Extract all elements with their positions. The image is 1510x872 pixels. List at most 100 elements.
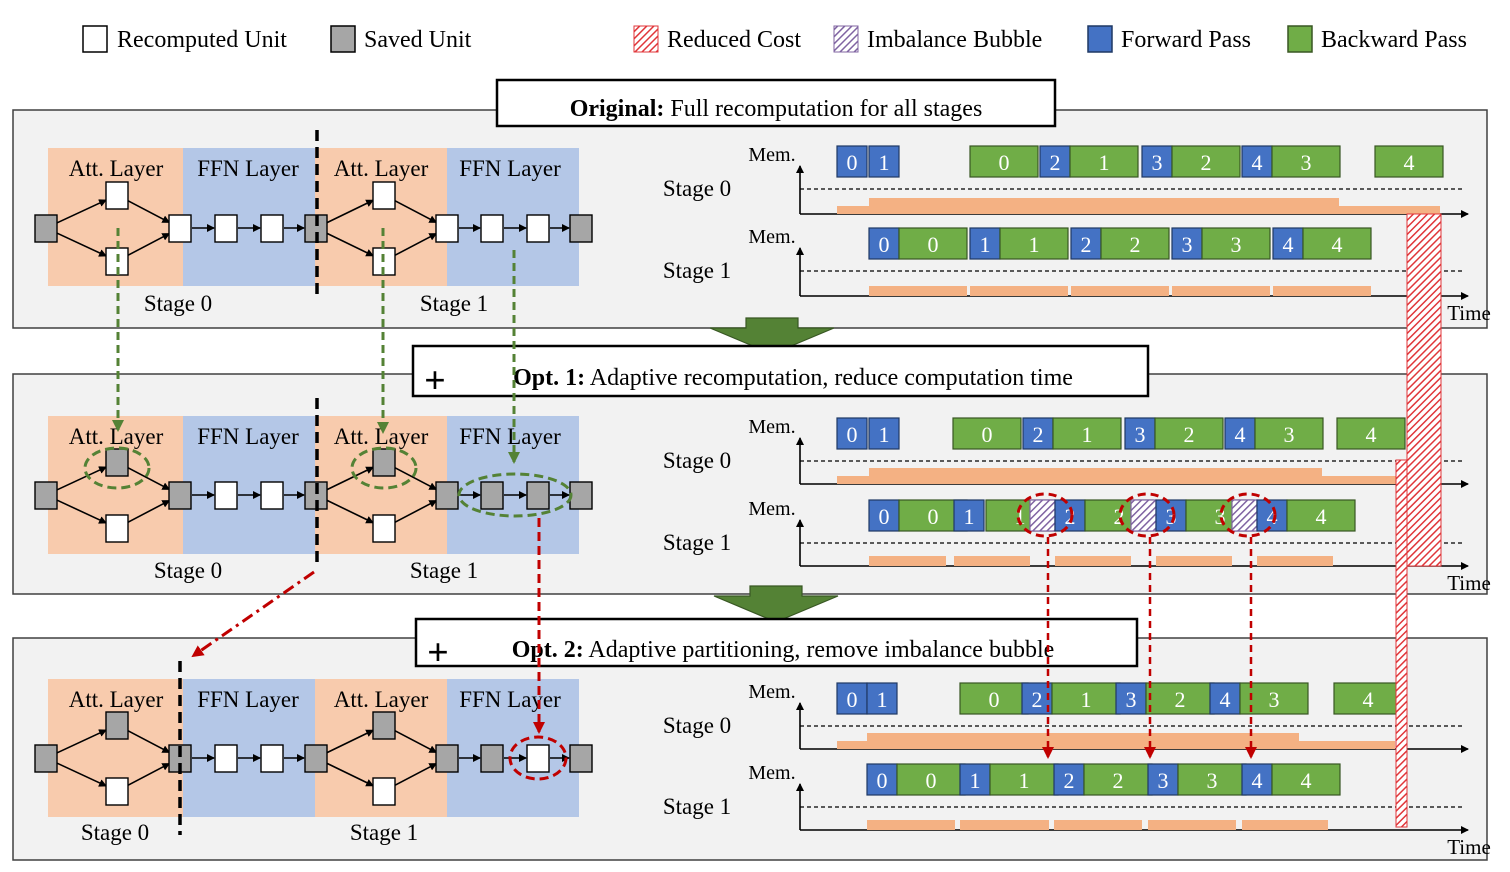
block-label: 2	[1201, 150, 1212, 175]
edge-arrow	[326, 199, 375, 224]
next-step-arrow	[709, 317, 835, 355]
block-label: 4	[1220, 687, 1231, 712]
memory-bar	[954, 556, 1030, 566]
edge-arrow	[56, 762, 108, 787]
backward-block	[1254, 417, 1324, 450]
time-axis-label: Time	[1447, 835, 1491, 859]
edge-arrow	[394, 729, 438, 754]
next-step-arrow	[713, 585, 839, 623]
forward-block	[868, 417, 900, 450]
block-label: 3	[1284, 422, 1295, 447]
block-label: 4	[1235, 422, 1246, 447]
timeline-stage-label: Stage 1	[663, 794, 731, 819]
stage1-label: Stage 1	[350, 820, 418, 845]
layer-label: Att. Layer	[334, 424, 429, 449]
memory-bar	[867, 733, 1299, 741]
edge-arrow	[326, 762, 375, 787]
legend-backward-swatch	[1287, 25, 1313, 53]
block-label: 1	[970, 768, 981, 793]
block-label: 1	[1019, 768, 1030, 793]
panel-title-text: Opt. 1: Adaptive recomputation, reduce c…	[513, 365, 1073, 391]
forward-block	[868, 499, 900, 532]
block-label: 2	[1065, 504, 1076, 529]
memory-bar	[1071, 286, 1169, 296]
layer-label: FFN Layer	[459, 424, 561, 449]
block-label: 3	[1207, 768, 1218, 793]
backward-block	[1333, 682, 1403, 715]
ffn-layer-bg	[183, 679, 315, 817]
block-label: 3	[1215, 504, 1226, 529]
saved-highlight-ellipse	[350, 446, 418, 490]
backward-block	[969, 145, 1039, 178]
block-label: 4	[1252, 768, 1263, 793]
backward-block	[959, 682, 1029, 715]
edge-arrow	[127, 729, 171, 754]
edge-arrow	[326, 729, 375, 754]
layer-label: Att. Layer	[69, 156, 164, 181]
forward-block	[1155, 499, 1187, 532]
panel-title-bold: Opt. 1:	[513, 365, 585, 391]
panel-title-box	[411, 344, 1150, 398]
layer-label: FFN Layer	[197, 156, 299, 181]
block-label: 3	[1182, 232, 1193, 257]
block-label: 3	[1135, 422, 1146, 447]
saved-unit	[34, 744, 58, 773]
block-label: 4	[1301, 768, 1312, 793]
block-label: 2	[1033, 422, 1044, 447]
block-label: 0	[928, 504, 939, 529]
backward-block	[1271, 145, 1341, 178]
edge-arrow	[56, 499, 108, 524]
saved-unit	[304, 744, 328, 773]
stage1-label: Stage 1	[420, 291, 488, 316]
backward-block	[1271, 763, 1341, 796]
backward-block	[1201, 227, 1271, 260]
recomputed-unit	[214, 214, 238, 243]
block-label: 1	[1015, 504, 1026, 529]
legend-backward-label: Backward Pass	[1321, 27, 1467, 53]
block-label: 3	[1158, 768, 1169, 793]
mem-axis-label: Mem.	[748, 144, 795, 166]
mem-axis-label: Mem.	[748, 226, 795, 248]
legend-reduced-swatch	[633, 25, 659, 53]
block-label: 3	[1269, 687, 1280, 712]
edge-arrow	[326, 466, 375, 491]
block-label: 1	[1082, 422, 1093, 447]
panel-title-bold: Original:	[570, 96, 665, 122]
mem-axis-label: Mem.	[748, 681, 795, 703]
recomputed-unit	[105, 514, 129, 543]
memory-bar	[867, 820, 955, 830]
plus-icon: +	[427, 632, 449, 674]
recomputed-unit	[372, 181, 396, 210]
recomputed-unit	[372, 777, 396, 806]
block-label: 1	[879, 150, 890, 175]
reduced-cost-region	[1406, 213, 1442, 567]
memory-bar	[1242, 820, 1328, 830]
saved-unit	[34, 214, 58, 243]
block-label: 1	[1081, 687, 1092, 712]
memory-bar	[1054, 820, 1142, 830]
panel-title-rest: Full recomputation for all stages	[664, 96, 982, 122]
recomputed-unit	[105, 777, 129, 806]
panel-title-rest: Adaptive recomputation, reduce computati…	[585, 365, 1073, 391]
panel-title-rest: Adaptive partitioning, remove imbalance …	[584, 637, 1055, 663]
edge-arrow	[127, 762, 171, 787]
legend-saved-label: Saved Unit	[364, 27, 472, 53]
backward-block	[1051, 682, 1121, 715]
block-label: 0	[926, 768, 937, 793]
edge-arrow	[394, 466, 438, 491]
forward-block	[836, 145, 868, 178]
repartition-highlight-ellipse	[508, 735, 568, 781]
block-label: 4	[1363, 687, 1374, 712]
panel-title-text: Original: Full recomputation for all sta…	[570, 96, 983, 122]
layer-label: FFN Layer	[459, 687, 561, 712]
recomputed-unit	[372, 514, 396, 543]
imbalance-bubble	[1029, 499, 1056, 532]
backward-block	[1286, 499, 1356, 532]
block-label: 0	[989, 687, 1000, 712]
